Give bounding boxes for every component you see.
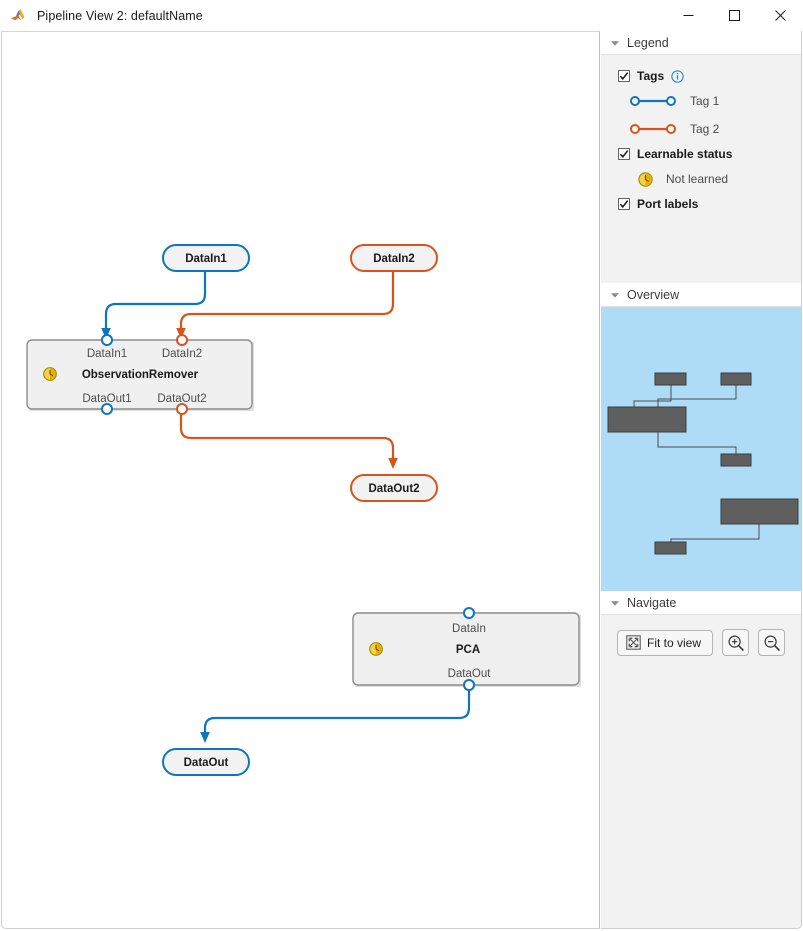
overview-block: [720, 372, 752, 386]
legend-group-port-labels[interactable]: Port labels: [601, 193, 801, 215]
not-learned-clock-icon: [638, 171, 653, 187]
tag-line-icon: [630, 96, 676, 106]
port-label-datain2: DataIn2: [162, 348, 202, 360]
maximize-button[interactable]: [711, 0, 757, 31]
panel-title-overview: Overview: [627, 287, 680, 302]
tag-line-icon: [630, 124, 676, 134]
legend-label-tags: Tags: [637, 69, 665, 83]
checkbox-port-labels[interactable]: [618, 198, 630, 210]
connection-pca-dataout[interactable]: [203, 688, 471, 735]
matlab-logo-icon: [11, 8, 25, 21]
port-in-datain1[interactable]: [101, 334, 113, 346]
pill-datain2-label: DataIn2: [373, 253, 415, 265]
legend-item-tag1: Tag 1: [601, 87, 801, 115]
port-label-pca-datain: DataIn: [452, 623, 486, 635]
port-in-pca-datain[interactable]: [463, 607, 475, 619]
pill-dataout2[interactable]: DataOut2: [350, 474, 438, 502]
pill-dataout2-label: DataOut2: [368, 483, 419, 495]
legend-label-not-learned: Not learned: [666, 172, 729, 186]
legend-label-port-labels: Port labels: [637, 197, 699, 211]
overview-minimap: [607, 372, 799, 555]
connection-datain2[interactable]: [179, 269, 395, 331]
pill-datain1[interactable]: DataIn1: [162, 244, 250, 272]
pipeline-graph: DataIn1 DataIn2 DataOut2 DataOut: [26, 244, 581, 776]
not-learned-clock-icon: [43, 367, 57, 381]
port-label-datain1: DataIn1: [87, 348, 127, 360]
block-pca-title: PCA: [456, 644, 480, 656]
legend-group-learnable-status[interactable]: Learnable status: [601, 143, 801, 165]
overview-thumbnail[interactable]: [601, 307, 801, 591]
arrowhead-dataout2: [388, 458, 398, 469]
port-out-dataout2[interactable]: [176, 403, 188, 415]
zoom-in-icon: [728, 634, 744, 651]
zoom-out-button[interactable]: [758, 629, 786, 656]
overview-block: [654, 541, 687, 555]
overview-block: [607, 406, 687, 433]
chevron-down-icon[interactable]: [609, 289, 621, 301]
overview-block: [720, 498, 799, 525]
fit-to-view-label: Fit to view: [647, 635, 702, 650]
port-out-pca-dataout[interactable]: [463, 679, 475, 691]
window-controls: [665, 0, 803, 31]
pill-datain1-label: DataIn1: [185, 253, 227, 265]
port-in-datain2[interactable]: [176, 334, 188, 346]
pill-datain2[interactable]: DataIn2: [350, 244, 438, 272]
panel-title-navigate: Navigate: [627, 595, 677, 610]
arrowhead-pca-dataout: [200, 732, 210, 743]
not-learned-clock-icon-pca: [369, 642, 383, 656]
chevron-down-icon[interactable]: [609, 37, 621, 49]
panel-body-legend: Tags Tag 1: [601, 55, 801, 283]
zoom-in-button[interactable]: [722, 629, 750, 656]
arrowhead-datain2: [176, 328, 186, 339]
fit-to-view-button[interactable]: Fit to view: [617, 629, 714, 656]
legend-item-tag2: Tag 2: [601, 115, 801, 143]
panel-title-legend: Legend: [627, 35, 669, 50]
panel-header-legend[interactable]: Legend: [601, 31, 801, 55]
block-observationremover-title: ObservationRemover: [82, 369, 199, 381]
port-out-dataout1[interactable]: [101, 403, 113, 415]
zoom-out-icon: [764, 634, 780, 651]
port-label-dataout1: DataOut1: [82, 393, 131, 405]
legend-item-not-learned: Not learned: [601, 165, 801, 193]
close-button[interactable]: [757, 0, 803, 31]
sidebar: Legend Tags: [601, 31, 802, 929]
arrowhead-datain1: [101, 328, 111, 339]
pipeline-canvas[interactable]: DataIn1 DataIn2 DataOut2 DataOut: [1, 31, 600, 929]
fit-to-view-icon: [626, 635, 641, 650]
legend-label-tag2: Tag 2: [690, 122, 720, 136]
pill-dataout[interactable]: DataOut: [162, 748, 250, 776]
block-observationremover[interactable]: ObservationRemover DataIn1 DataIn2 DataO…: [26, 334, 254, 415]
legend-label-tag1: Tag 1: [690, 94, 720, 108]
legend-label-learnable-status: Learnable status: [637, 147, 733, 161]
overview-block: [654, 372, 687, 386]
port-label-dataout2: DataOut2: [157, 393, 206, 405]
panel-body-navigate: Fit to view: [601, 615, 801, 656]
window-title: Pipeline View 2: defaultName: [37, 8, 203, 23]
title-bar: Pipeline View 2: defaultName: [0, 0, 803, 31]
info-icon[interactable]: [671, 69, 684, 83]
panel-header-overview[interactable]: Overview: [601, 283, 801, 307]
pill-dataout-label: DataOut: [184, 757, 229, 769]
panel-header-navigate[interactable]: Navigate: [601, 591, 801, 615]
port-label-pca-dataout: DataOut: [448, 668, 492, 680]
connection-dataout2[interactable]: [179, 412, 395, 461]
legend-group-tags[interactable]: Tags: [601, 65, 801, 87]
block-pca[interactable]: PCA DataIn DataOut: [352, 607, 581, 691]
connection-datain1[interactable]: [104, 269, 207, 331]
chevron-down-icon[interactable]: [609, 597, 621, 609]
checkbox-tags[interactable]: [618, 70, 630, 82]
minimize-button[interactable]: [665, 0, 711, 31]
checkbox-learnable-status[interactable]: [618, 148, 630, 160]
overview-block: [720, 453, 752, 467]
